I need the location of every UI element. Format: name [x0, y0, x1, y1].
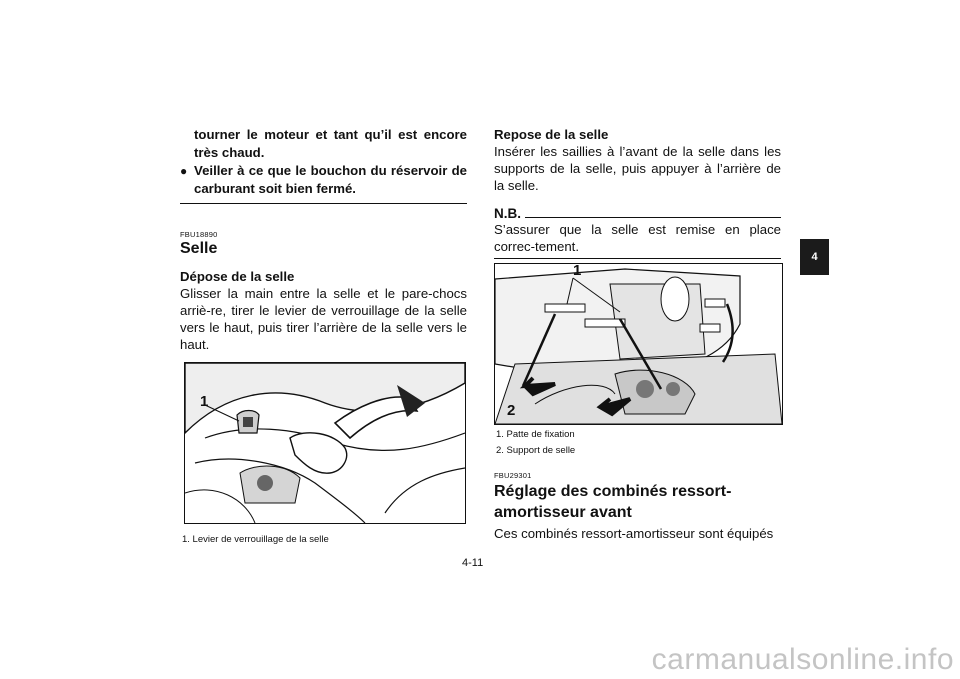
warning-bullet-item: ● Veiller à ce que le bouchon du réservo…: [180, 162, 467, 198]
seat-lock-illustration: [185, 363, 465, 523]
left-column: tourner le moteur et tant qu’il est enco…: [180, 126, 467, 548]
note-header-rule: [525, 217, 781, 218]
bullet-icon: ●: [180, 164, 188, 178]
warning-bullet-text: Veiller à ce que le bouchon du réservoir…: [194, 163, 467, 196]
note-end-rule: [494, 258, 781, 259]
body-paragraph: Glisser la main entre la selle et le par…: [180, 286, 467, 352]
watermark: carmanualsonline.info: [651, 643, 954, 676]
note-label: N.B.: [494, 206, 521, 221]
caption-item-2: 2. Support de selle: [496, 445, 576, 456]
seat-lock-figure: 1: [184, 362, 466, 524]
figure-caption: 1. Levier de verrouillage de la selle: [182, 534, 329, 545]
seat-installation-illustration: [495, 268, 782, 424]
note-text: S’assurer que la selle est remise en pla…: [494, 222, 781, 254]
page-number: 4-11: [462, 557, 484, 569]
subsection-title: Dépose de la selle: [180, 269, 295, 284]
warning-continuation: tourner le moteur et tant qu’il est enco…: [194, 127, 467, 160]
subsection-title: Repose de la selle: [494, 127, 609, 142]
caption-item-1: 1. Patte de fixation: [496, 429, 575, 440]
chapter-tab: 4: [800, 239, 829, 275]
right-column: Repose de la selle Insérer les saillies …: [494, 126, 783, 542]
section-title: Réglage des combinés ressort-amortisseur…: [494, 483, 732, 521]
section-code: FBU18890: [180, 230, 218, 239]
figure-callout-1: 1: [573, 263, 582, 279]
seat-installation-figure: 1 2: [494, 263, 783, 425]
figure-callout-2: 2: [507, 402, 516, 419]
section-title: Selle: [180, 240, 218, 257]
note-header: N.B.: [494, 206, 781, 221]
body-paragraph: Ces combinés ressort-amortisseur sont éq…: [494, 526, 774, 541]
figure-callout-1: 1: [200, 393, 209, 410]
body-paragraph: Insérer les saillies à l’avant de la sel…: [494, 144, 781, 193]
section-code: FBU29301: [494, 471, 532, 480]
warning-end-rule: [180, 203, 467, 204]
figure-caption: 1. Patte de fixation 2. Support de selle: [494, 427, 781, 459]
